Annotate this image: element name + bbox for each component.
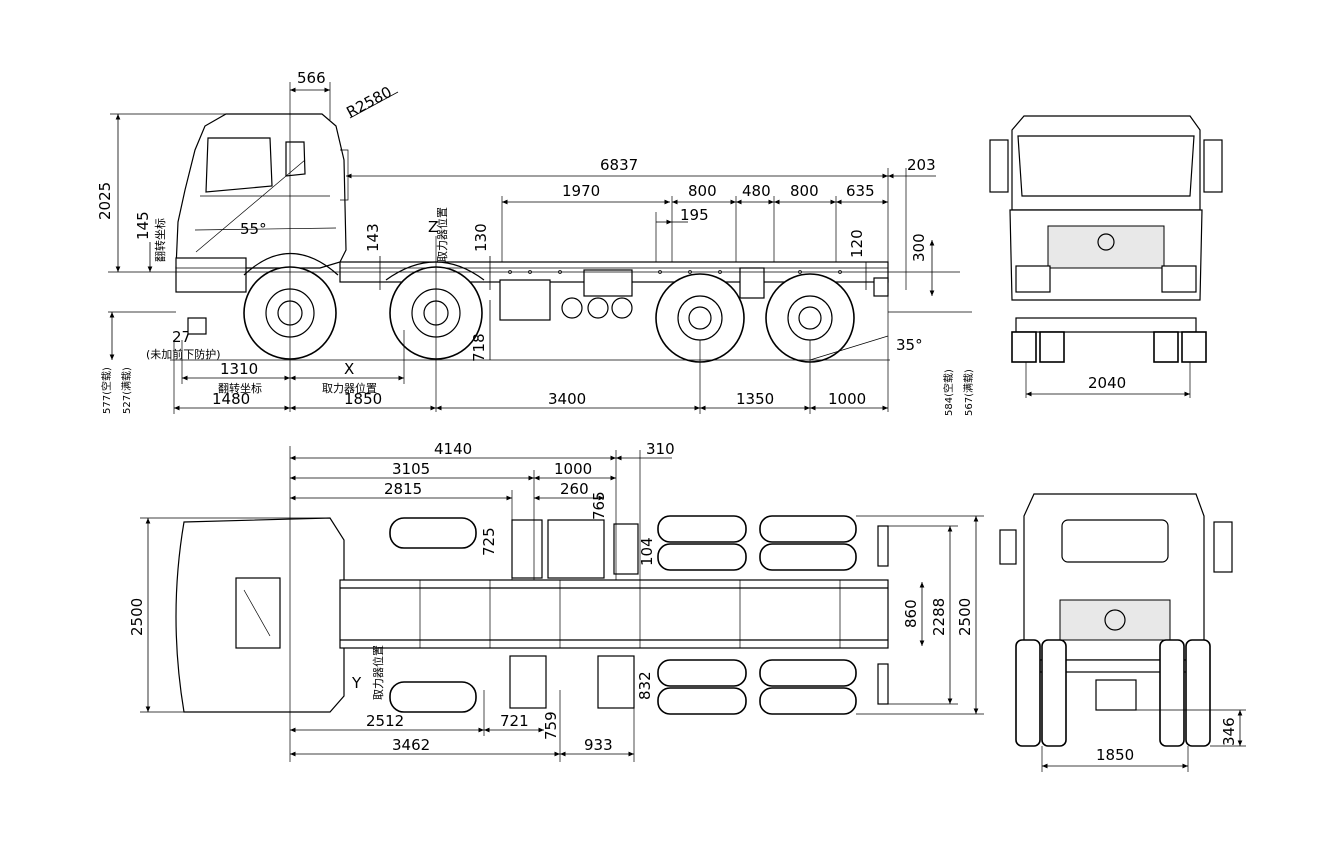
dim-800b: 800 [790, 182, 819, 200]
dim-725: 725 [480, 527, 498, 556]
dim-765: 765 [590, 491, 608, 520]
dim-577: 577(空载) [100, 367, 113, 414]
dim-346: 346 [1220, 717, 1238, 746]
dim-759: 759 [542, 711, 560, 740]
rear-view: 1850 346 [999, 493, 1246, 772]
top-view: 4140 310 3105 1000 2815 260 765 725 104 … [128, 440, 984, 762]
side-air-tank [499, 279, 551, 321]
dim-310: 310 [646, 440, 675, 458]
dim-1310: 1310 [220, 360, 258, 378]
dim-130: 130 [472, 223, 490, 252]
dim-300: 300 [910, 233, 928, 262]
dim-2025: 2025 [96, 182, 114, 220]
side-battery [583, 269, 633, 297]
label-no-front-guard: (未加前下防护) [146, 347, 221, 361]
rear-tire-left-outer [1015, 639, 1041, 747]
front-tire-right [1181, 331, 1207, 363]
side-bumper [175, 257, 247, 293]
dim-104: 104 [638, 537, 656, 566]
angle-55: 55° [240, 220, 267, 238]
dim-2288: 2288 [930, 598, 948, 636]
front-windshield [1017, 135, 1195, 197]
front-headlamp-right [1161, 265, 1197, 293]
dim-567: 567(满载) [963, 369, 975, 416]
dim-527: 527(满载) [121, 367, 133, 414]
dim-r2580: R2580 [343, 83, 394, 122]
front-mirror-left [989, 139, 1009, 193]
top-battery-box [597, 655, 635, 709]
front-grille [1047, 225, 1165, 269]
top-tire-rear1-outer-left [657, 515, 747, 543]
dim-2040: 2040 [1088, 374, 1126, 392]
dim-1970: 1970 [562, 182, 600, 200]
label-y: Y [351, 674, 362, 692]
top-tire-front1-right [389, 681, 477, 713]
dim-635: 635 [846, 182, 875, 200]
dim-860: 860 [902, 599, 920, 628]
dim-143: 143 [364, 223, 382, 252]
top-tire-front1-left [389, 517, 477, 549]
dim-195: 195 [680, 206, 709, 224]
label-pto-x: 取力器位置 [322, 381, 377, 395]
dim-2500-left: 2500 [128, 598, 146, 636]
dim-203: 203 [907, 156, 936, 174]
dim-1000: 1000 [828, 390, 866, 408]
label-z: Z [428, 218, 438, 236]
dim-480: 480 [742, 182, 771, 200]
side-cab [175, 113, 347, 269]
dim-1850-rear: 1850 [1096, 746, 1134, 764]
rear-axle-assembly [1059, 599, 1171, 641]
dim-1000-top: 1000 [554, 460, 592, 478]
front-headlamp-left [1015, 265, 1051, 293]
side-cab-window [205, 137, 273, 193]
front-bumper [1015, 317, 1197, 333]
label-tilt-coord-v: 翻转坐标 [153, 218, 167, 262]
side-view: 566 R2580 2025 145 翻转坐标 55° 6837 203 197… [96, 69, 975, 416]
dim-3462: 3462 [392, 736, 430, 754]
rear-window [1061, 519, 1169, 563]
dim-800a: 800 [688, 182, 717, 200]
dim-832: 832 [636, 671, 654, 700]
dim-6837: 6837 [600, 156, 638, 174]
dim-1850: 1850 [344, 390, 382, 408]
dim-2512: 2512 [366, 712, 404, 730]
dim-718: 718 [470, 333, 488, 362]
label-tilt-coord-h: 翻转坐标 [218, 381, 262, 395]
front-view: 2040 [989, 115, 1223, 398]
dim-1480: 1480 [212, 390, 250, 408]
dim-4140: 4140 [434, 440, 472, 458]
dim-120: 120 [848, 229, 866, 258]
dim-566: 566 [297, 69, 326, 87]
rear-tire-right-outer [1185, 639, 1211, 747]
dim-584: 584(空载) [942, 369, 955, 416]
dim-933: 933 [584, 736, 613, 754]
dim-2815: 2815 [384, 480, 422, 498]
dim-3105: 3105 [392, 460, 430, 478]
top-tire-rear1-outer-right [657, 687, 747, 715]
top-fuel-tank [547, 519, 605, 579]
dim-27: 27 [172, 328, 191, 346]
dim-145: 145 [134, 211, 152, 240]
dim-260: 260 [560, 480, 589, 498]
dim-3400: 3400 [548, 390, 586, 408]
dim-721: 721 [500, 712, 529, 730]
angle-35: 35° [896, 336, 923, 354]
label-pto-z: 取力器位置 [435, 207, 449, 262]
front-tire-left [1011, 331, 1037, 363]
label-x: X [344, 360, 354, 378]
label-pto-y: 取力器位置 [371, 645, 385, 700]
front-mirror-right [1203, 139, 1223, 193]
dim-2500-right: 2500 [956, 598, 974, 636]
top-cab [175, 517, 345, 713]
dim-1350: 1350 [736, 390, 774, 408]
top-frame [339, 579, 889, 649]
